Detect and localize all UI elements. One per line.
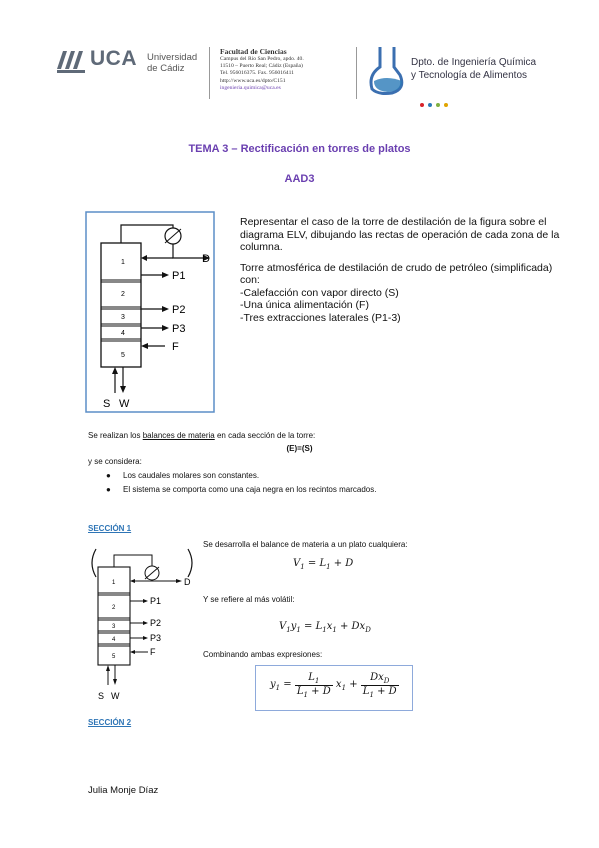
stream-label-w: W	[111, 691, 120, 701]
zone-label: 4	[121, 330, 125, 337]
distillation-tower-diagram: 1 2 3 4 5 D P1 P2 P3 F S W	[85, 211, 215, 413]
equation-1: V1 = L1 + D	[293, 558, 354, 571]
section-1-text-3: Combinando ambas expresiones:	[203, 650, 323, 659]
page-title: TEMA 3 – Rectificación en torres de plat…	[188, 143, 411, 155]
intro-paragraph-2: Torre atmosférica de destilación de crud…	[240, 261, 553, 287]
section-2-heading[interactable]: SECCIÓN 2	[88, 718, 132, 727]
intro-item: -Tres extracciones laterales (P1-3)	[240, 311, 401, 324]
bullet-item: ● El sistema se comporta como una caja n…	[106, 485, 377, 494]
zone-label: 5	[112, 654, 116, 660]
section-1-text-1: Se desarrolla el balance de materia a un…	[203, 540, 408, 549]
uca-logo-text: UCA	[90, 47, 137, 70]
zone-label: 2	[121, 291, 125, 298]
bullet-icon: ●	[106, 471, 111, 480]
yellow-dot-icon	[444, 103, 448, 107]
bullet-icon: ●	[106, 485, 111, 494]
flask-logo-icon	[369, 47, 404, 95]
stream-label-s: S	[103, 398, 110, 410]
author-name: Julia Monje Díaz	[88, 785, 159, 796]
zone-label: 3	[112, 624, 116, 630]
stream-label-f: F	[150, 647, 156, 657]
uca-logo: UCA	[55, 45, 145, 77]
balance-rule: (E)=(S)	[286, 444, 313, 453]
stream-label-p1: P1	[150, 596, 161, 606]
section-1-text-2: Y se refiere al más volátil:	[203, 595, 295, 604]
header-divider	[209, 47, 210, 99]
blue-dot-icon	[428, 103, 432, 107]
uca-emblem-icon	[57, 51, 85, 73]
faculty-email: ingenieria.quimica@uca.es	[220, 84, 281, 91]
red-dot-icon	[420, 103, 424, 107]
faculty-name: Facultad de Ciencias	[220, 47, 287, 56]
university-name: Universidad de Cádiz	[147, 52, 198, 74]
zone-label: 1	[121, 259, 125, 266]
zone-label: 3	[121, 314, 125, 321]
color-dots	[420, 94, 452, 112]
stream-label-p2: P2	[172, 304, 185, 316]
stream-label-d: D	[202, 253, 210, 265]
section-1-heading[interactable]: SECCIÓN 1	[88, 524, 132, 533]
zone-label: 5	[121, 352, 125, 359]
intro-text: Representar el caso de la torre de desti…	[240, 216, 570, 324]
header-divider-2	[356, 47, 357, 99]
stream-label-d: D	[184, 577, 191, 587]
stream-label-p3: P3	[172, 323, 185, 335]
zone-label: 2	[112, 605, 116, 611]
stream-label-f: F	[172, 341, 179, 353]
stream-label-w: W	[119, 398, 130, 410]
stream-label-p1: P1	[172, 270, 185, 282]
balances-link[interactable]: balances de materia	[142, 431, 215, 440]
consider-text: y se considera:	[88, 457, 142, 466]
equation-2: V1y1 = L1x1 + DxD	[279, 621, 371, 634]
zone-label: 4	[112, 637, 116, 643]
zone-label: 1	[112, 580, 116, 586]
balances-intro: Se realizan los balances de materia en c…	[88, 431, 316, 440]
department-name: Dpto. de Ingeniería Química y Tecnología…	[411, 57, 537, 81]
page-subtitle: AAD3	[284, 173, 315, 185]
stream-label-p2: P2	[150, 618, 161, 628]
section-1-tower-diagram: 1 2 3 4 5 D P1 P2 P3 F S W	[91, 548, 193, 701]
stream-label-p3: P3	[150, 633, 161, 643]
faculty-info: Facultad de Ciencias Campus del Río San …	[220, 47, 304, 91]
intro-item: -Calefacción con vapor directo (S)	[240, 286, 399, 299]
green-dot-icon	[436, 103, 440, 107]
stream-label-s: S	[98, 691, 104, 701]
bullet-item: ● Los caudales molares son constantes.	[106, 471, 260, 480]
intro-item: -Una única alimentación (F)	[240, 299, 369, 311]
intro-paragraph-1: Representar el caso de la torre de desti…	[240, 216, 560, 253]
